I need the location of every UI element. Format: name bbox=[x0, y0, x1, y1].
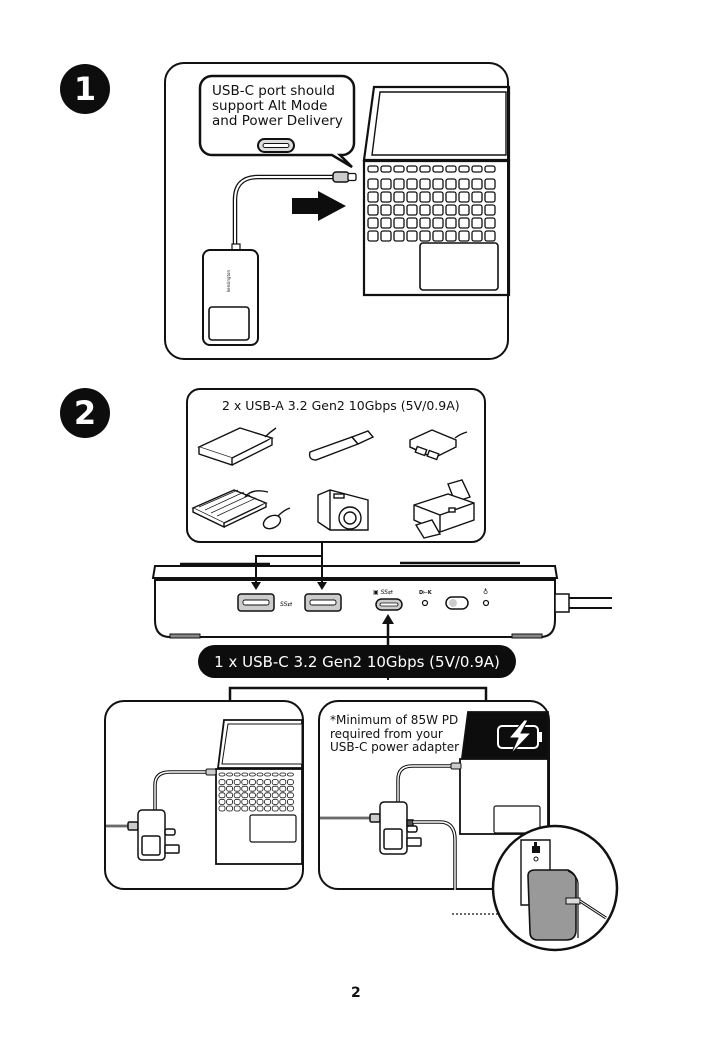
keyboard-key bbox=[265, 786, 271, 791]
keyboard-key bbox=[242, 786, 248, 791]
keyboard-key bbox=[265, 799, 271, 804]
keyboard-key bbox=[257, 780, 263, 785]
keyboard-key bbox=[249, 773, 255, 776]
keyboard-key bbox=[219, 773, 225, 776]
keyboard-key bbox=[249, 799, 255, 804]
keyboard-key bbox=[227, 786, 233, 791]
keyboard-key bbox=[234, 806, 240, 811]
dock-device-left bbox=[106, 810, 179, 860]
keyboard-key bbox=[234, 799, 240, 804]
keyboard-key bbox=[287, 793, 293, 798]
keyboard-key bbox=[280, 780, 286, 785]
keyboard-key bbox=[280, 806, 286, 811]
keyboard-key bbox=[219, 793, 225, 798]
keyboard-key bbox=[242, 780, 248, 785]
power-note-line-1: *Minimum of 85W PD bbox=[330, 714, 470, 728]
keyboard-key bbox=[287, 799, 293, 804]
keyboard-key bbox=[265, 780, 271, 785]
keyboard-key bbox=[242, 793, 248, 798]
keyboard-key bbox=[227, 799, 233, 804]
keyboard-key bbox=[272, 793, 278, 798]
keyboard-key bbox=[219, 780, 225, 785]
keyboard-key bbox=[219, 806, 225, 811]
dock-device-right bbox=[320, 802, 421, 854]
keyboard-key bbox=[280, 799, 286, 804]
keyboard-key bbox=[219, 799, 225, 804]
keyboard-key bbox=[265, 793, 271, 798]
keyboard-key bbox=[234, 786, 240, 791]
keyboard-key bbox=[242, 799, 248, 804]
keyboard-key bbox=[249, 786, 255, 791]
keyboard-key bbox=[219, 786, 225, 791]
keyboard-key bbox=[249, 806, 255, 811]
page-number: 2 bbox=[351, 985, 361, 1001]
power-note-line-2: required from your bbox=[330, 728, 470, 742]
keyboard-key bbox=[287, 773, 293, 776]
laptop-icon-left bbox=[216, 720, 302, 864]
keyboard-key bbox=[287, 806, 293, 811]
keyboard-key bbox=[287, 786, 293, 791]
laptop-icon-right bbox=[460, 712, 548, 834]
keyboard-key bbox=[272, 786, 278, 791]
keyboard-key bbox=[227, 806, 233, 811]
keyboard-key bbox=[280, 786, 286, 791]
keyboard-key bbox=[227, 780, 233, 785]
keyboard-key bbox=[287, 780, 293, 785]
keyboard-key bbox=[227, 793, 233, 798]
keyboard-key bbox=[249, 780, 255, 785]
keyboard-key bbox=[242, 773, 248, 776]
keyboard-key bbox=[234, 773, 240, 776]
wall-adapter-zoom bbox=[493, 826, 617, 950]
keyboard-key bbox=[234, 793, 240, 798]
keyboard-key bbox=[272, 780, 278, 785]
keyboard-key bbox=[257, 773, 263, 776]
power-cable bbox=[413, 822, 455, 890]
keyboard-key bbox=[265, 773, 271, 776]
keyboard-key bbox=[272, 806, 278, 811]
keyboard-key bbox=[257, 786, 263, 791]
power-note-line-3: USB-C power adapter bbox=[330, 741, 470, 755]
keyboard-key bbox=[265, 806, 271, 811]
keyboard-key bbox=[272, 799, 278, 804]
keyboard-key bbox=[249, 793, 255, 798]
keyboard-key bbox=[242, 806, 248, 811]
keyboard-key bbox=[280, 793, 286, 798]
keyboard-key bbox=[257, 799, 263, 804]
keyboard-key bbox=[272, 773, 278, 776]
keyboard-key bbox=[257, 806, 263, 811]
keyboard-key bbox=[227, 773, 233, 776]
keyboard-key bbox=[280, 773, 286, 776]
keyboard-key bbox=[234, 780, 240, 785]
power-note: *Minimum of 85W PD required from your US… bbox=[330, 714, 470, 755]
keyboard-key bbox=[257, 793, 263, 798]
